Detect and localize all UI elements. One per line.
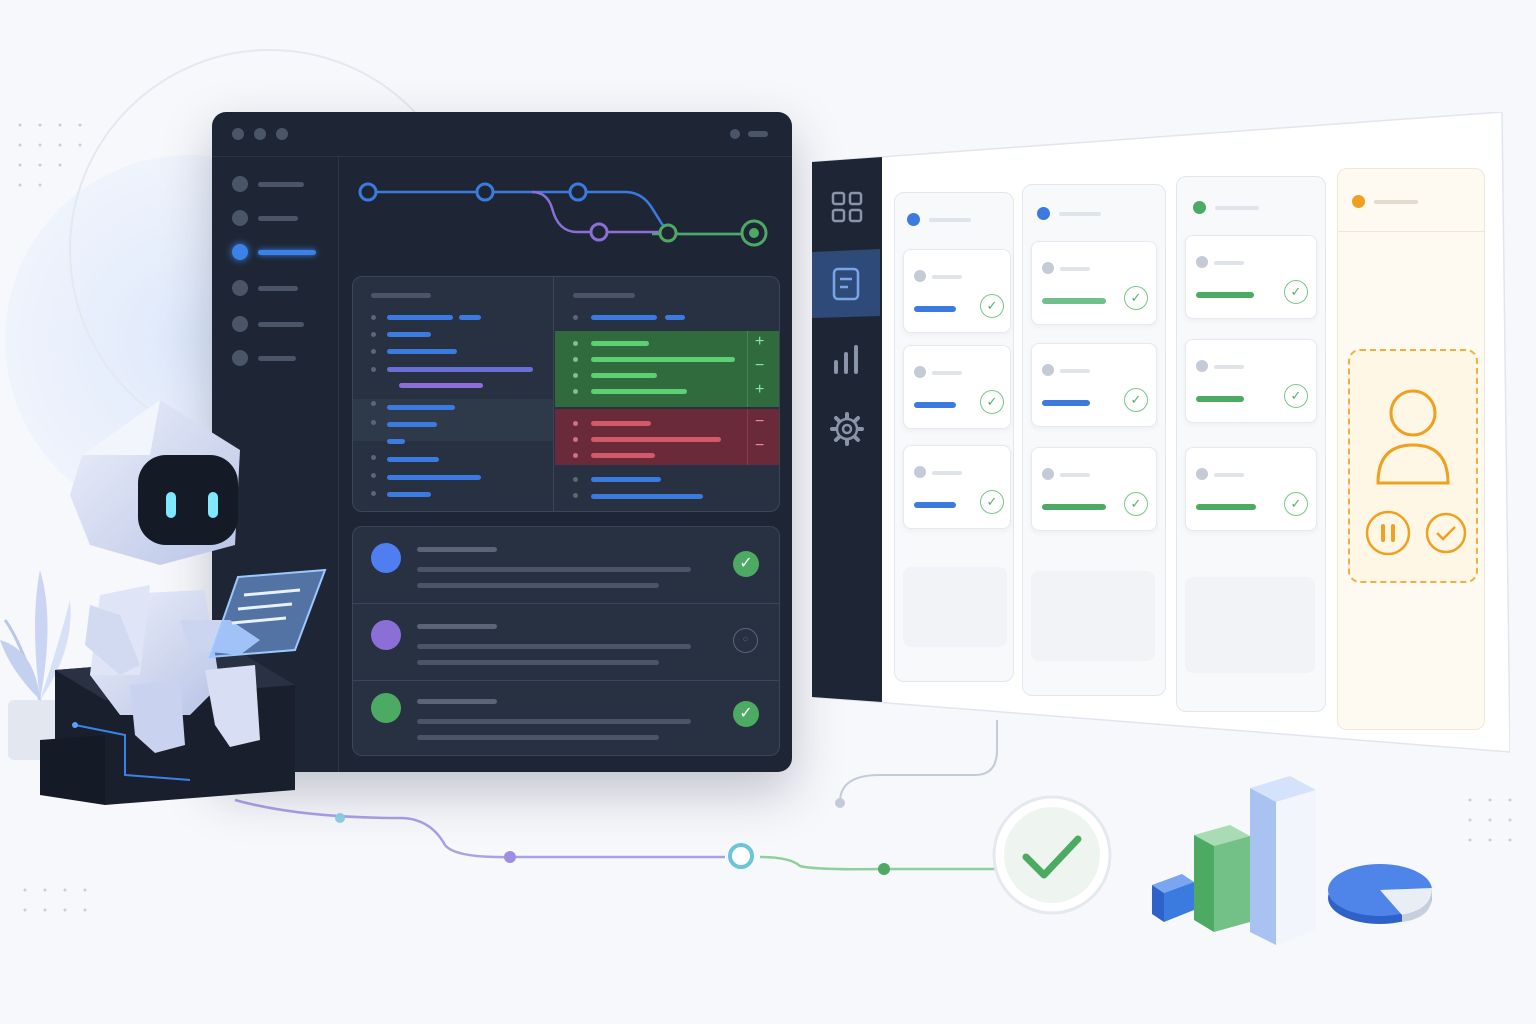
success-check-icon — [992, 795, 1112, 915]
task-avatar — [371, 543, 401, 573]
pipeline-node-active — [728, 843, 754, 869]
analytics-chart-icon — [1152, 776, 1432, 945]
check-icon[interactable]: ✓ — [1124, 286, 1148, 310]
commit-node — [358, 182, 378, 202]
kanban-card[interactable]: ✓ — [903, 345, 1011, 429]
task-row[interactable]: ✓ — [353, 527, 779, 603]
bar-chart-icon[interactable] — [830, 342, 864, 376]
commit-node — [589, 222, 609, 242]
grid-icon[interactable] — [830, 190, 864, 224]
sidebar-item[interactable] — [232, 210, 322, 226]
task-avatar — [371, 693, 401, 723]
check-icon[interactable] — [1424, 511, 1468, 555]
code-review-window: + − + − − ✓ ○ — [212, 112, 792, 772]
check-icon[interactable]: ✓ — [1124, 492, 1148, 516]
diff-removed-block: − − — [555, 409, 779, 465]
pipeline-node — [335, 813, 345, 823]
removed-marker: − — [755, 357, 765, 374]
empty-card-slot — [1031, 571, 1155, 661]
gear-icon[interactable] — [830, 412, 864, 446]
pipeline-line-right — [759, 855, 995, 871]
kanban-column: ✓ ✓ ✓ — [1176, 176, 1326, 712]
sidebar-item[interactable] — [232, 316, 322, 332]
diff-added-block: + − + — [555, 331, 779, 407]
kanban-column: ✓ ✓ ✓ — [894, 192, 1014, 682]
pipeline-node — [878, 863, 890, 875]
pipeline-node — [504, 851, 516, 863]
added-marker: + — [755, 381, 765, 398]
pending-icon[interactable]: ○ — [733, 628, 758, 653]
sidebar-item[interactable] — [232, 176, 322, 192]
kanban-board-window: ✓ ✓ ✓ ✓ ✓ ✓ ✓ ✓ ✓ — [812, 112, 1510, 774]
window-titlebar — [212, 112, 792, 157]
document-icon[interactable] — [830, 266, 864, 304]
commit-node — [658, 223, 678, 243]
user-icon — [1376, 389, 1450, 485]
task-row[interactable]: ✓ — [353, 681, 779, 755]
kanban-column: ✓ ✓ ✓ — [1022, 184, 1166, 696]
check-icon[interactable]: ✓ — [733, 551, 759, 577]
added-marker: + — [755, 333, 765, 350]
empty-card-slot — [1185, 577, 1315, 673]
pipeline-node — [835, 798, 845, 808]
commit-node — [568, 182, 588, 202]
window-menu-dot[interactable] — [730, 129, 740, 139]
check-icon[interactable]: ✓ — [980, 390, 1004, 414]
pipeline-line-left — [234, 798, 725, 859]
kanban-card[interactable]: ✓ — [903, 445, 1011, 529]
window-sidebar — [212, 156, 339, 772]
kanban-card[interactable]: ✓ — [1185, 447, 1317, 531]
diff-panel: + − + − − — [352, 276, 780, 512]
robot-mascot — [40, 400, 327, 805]
task-row[interactable]: ○ — [353, 604, 779, 680]
board-connector — [839, 720, 998, 803]
kanban-column-review — [1337, 168, 1485, 730]
sidebar-item[interactable] — [232, 350, 322, 366]
sidebar-item[interactable] — [232, 280, 322, 296]
window-maximize-dot[interactable] — [276, 128, 288, 140]
commit-node — [475, 182, 495, 202]
window-menu-bar[interactable] — [748, 131, 768, 137]
window-close-dot[interactable] — [232, 128, 244, 140]
sidebar-item-active[interactable] — [232, 244, 322, 260]
removed-marker: − — [755, 413, 765, 430]
check-icon[interactable]: ✓ — [980, 294, 1004, 318]
task-avatar — [371, 620, 401, 650]
pause-icon[interactable] — [1364, 509, 1412, 557]
empty-card-slot — [903, 567, 1007, 647]
check-icon[interactable]: ✓ — [733, 701, 759, 727]
removed-marker: − — [755, 437, 765, 454]
check-icon[interactable]: ✓ — [980, 490, 1004, 514]
task-list-panel: ✓ ○ ✓ — [352, 526, 780, 756]
window-minimize-dot[interactable] — [254, 128, 266, 140]
check-icon[interactable]: ✓ — [1284, 280, 1308, 304]
check-icon[interactable]: ✓ — [1124, 388, 1148, 412]
git-branch-graph — [358, 182, 768, 247]
check-icon[interactable]: ✓ — [1284, 384, 1308, 408]
kanban-card[interactable]: ✓ — [1185, 235, 1317, 319]
kanban-card[interactable]: ✓ — [903, 249, 1011, 333]
check-icon[interactable]: ✓ — [1284, 492, 1308, 516]
kanban-card[interactable]: ✓ — [1031, 343, 1157, 427]
kanban-card[interactable]: ✓ — [1185, 339, 1317, 423]
kanban-card[interactable]: ✓ — [1031, 447, 1157, 531]
kanban-card[interactable]: ✓ — [1031, 241, 1157, 325]
pending-approval-card[interactable] — [1348, 349, 1478, 583]
